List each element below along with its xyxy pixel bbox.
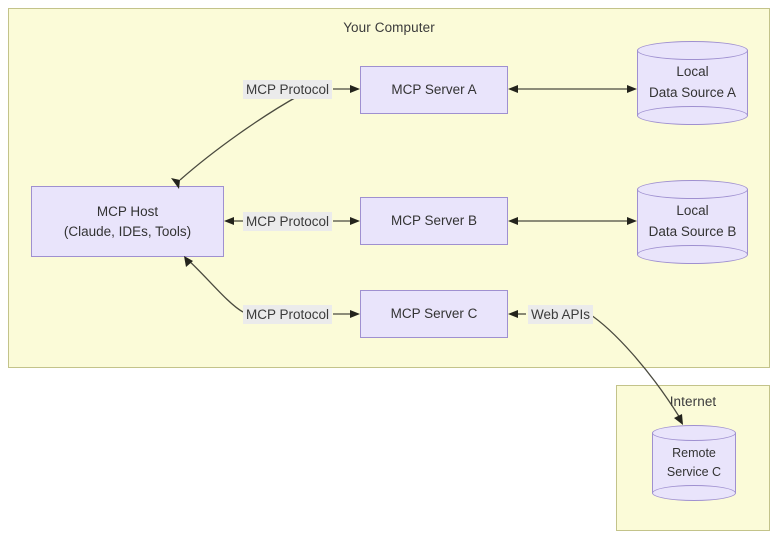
cylinder-bottom-ellipse-icon: [637, 106, 748, 125]
mcp-host-node[interactable]: MCP Host (Claude, IDEs, Tools): [31, 186, 224, 257]
ds-a-line2: Data Source A: [648, 85, 737, 100]
cylinder-bottom-ellipse-icon: [652, 485, 736, 501]
edge-label-mcp-protocol-a: MCP Protocol: [243, 80, 333, 99]
edge-label-web-apis: Web APIs: [528, 305, 594, 324]
ds-b-line1: Local: [676, 203, 709, 219]
remote-c-line1: Remote: [672, 445, 716, 460]
cylinder-body-icon: [637, 50, 748, 116]
local-data-source-b-cylinder[interactable]: Local Data Source B: [637, 180, 748, 264]
edge-label-mcp-protocol-c: MCP Protocol: [243, 305, 333, 324]
mcp-server-b-label: MCP Server B: [390, 213, 478, 229]
mcp-server-a-label: MCP Server A: [391, 82, 477, 98]
cylinder-bottom-ellipse-icon: [637, 245, 748, 264]
local-data-source-a-label: Local Data Source A: [637, 41, 748, 125]
mcp-server-b-node[interactable]: MCP Server B: [360, 197, 508, 245]
remote-c-line2: Service C: [666, 465, 722, 479]
remote-service-c-cylinder[interactable]: Remote Service C: [652, 425, 736, 501]
cylinder-top-ellipse-icon: [637, 41, 748, 60]
local-data-source-a-cylinder[interactable]: Local Data Source A: [637, 41, 748, 125]
mcp-server-c-node[interactable]: MCP Server C: [360, 290, 508, 338]
local-data-source-b-label: Local Data Source B: [637, 180, 748, 264]
remote-service-c-label: Remote Service C: [652, 425, 736, 501]
internet-title: Internet: [669, 394, 717, 409]
cylinder-top-ellipse-icon: [652, 425, 736, 441]
cylinder-body-icon: [652, 433, 736, 493]
edge-label-mcp-protocol-b: MCP Protocol: [243, 212, 333, 231]
mcp-server-c-label: MCP Server C: [390, 306, 478, 322]
cylinder-body-icon: [637, 189, 748, 255]
mcp-host-label-line1: MCP Host: [96, 203, 159, 219]
your-computer-title: Your Computer: [343, 20, 435, 35]
ds-a-line1: Local: [676, 64, 709, 80]
ds-b-line2: Data Source B: [648, 224, 737, 239]
cylinder-top-ellipse-icon: [637, 180, 748, 199]
mcp-host-label-line2: (Claude, IDEs, Tools): [63, 223, 192, 239]
mcp-server-a-node[interactable]: MCP Server A: [360, 66, 508, 114]
